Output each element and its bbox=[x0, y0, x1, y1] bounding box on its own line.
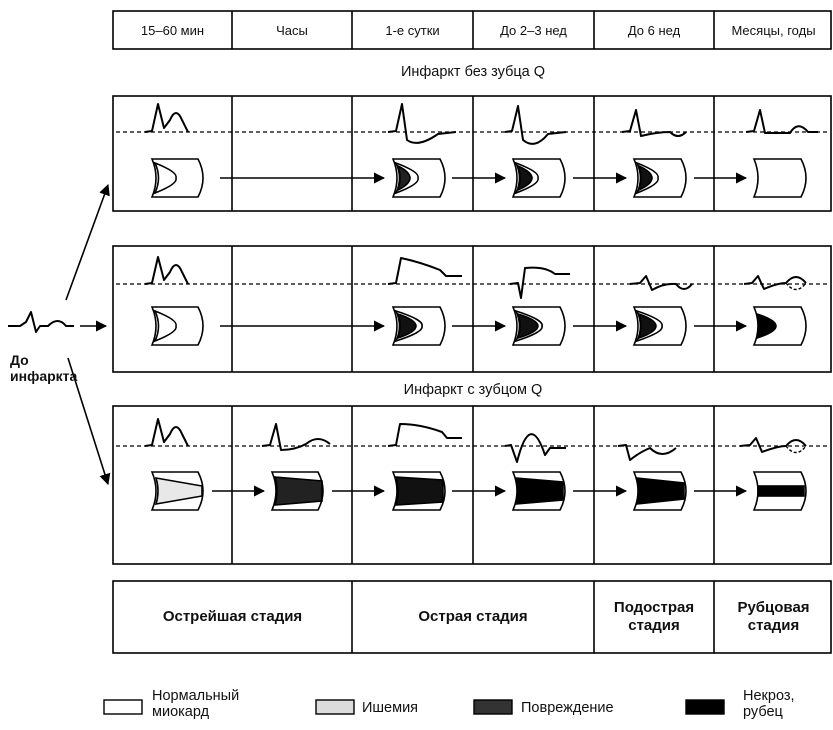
legend-normal-label: Нормальный миокард bbox=[152, 688, 239, 720]
time-header-1: Часы bbox=[232, 11, 352, 49]
legend-ischemia-swatch bbox=[316, 700, 354, 714]
time-header-5: Месяцы, годы bbox=[714, 11, 833, 49]
stage-hyperacute: Острейшая стадия bbox=[113, 581, 352, 653]
stage-acute: Острая стадия bbox=[352, 581, 594, 653]
stage-subacute: Подострая стадия bbox=[594, 581, 714, 653]
time-header-3: До 2–3 нед bbox=[473, 11, 594, 49]
legend-necrosis-swatch bbox=[686, 700, 724, 714]
legend-injury-swatch bbox=[474, 700, 512, 714]
section-title-with-q: Инфаркт с зубцом Q bbox=[323, 382, 623, 398]
time-header-4: До 6 нед bbox=[594, 11, 714, 49]
time-header-0: 15–60 мин bbox=[113, 11, 232, 49]
ecg-waveforms bbox=[8, 104, 818, 462]
before-line1: До bbox=[10, 352, 77, 368]
before-infarction-label: До инфаркта bbox=[10, 352, 77, 384]
row-q-early-frame bbox=[113, 246, 831, 372]
stage-scar: Рубцовая стадия bbox=[714, 581, 833, 653]
legend-normal-swatch bbox=[104, 700, 142, 714]
before-line2: инфаркта bbox=[10, 368, 77, 384]
legend-injury-label: Повреждение bbox=[521, 700, 614, 716]
legend-ischemia-label: Ишемия bbox=[362, 700, 418, 716]
row-q-frame bbox=[113, 406, 831, 564]
row-no-q-frame bbox=[113, 96, 831, 211]
time-header-2: 1-е сутки bbox=[352, 11, 473, 49]
legend-necrosis-label: Некроз, рубец bbox=[743, 688, 795, 720]
section-title-no-q: Инфаркт без зубца Q bbox=[323, 64, 623, 80]
